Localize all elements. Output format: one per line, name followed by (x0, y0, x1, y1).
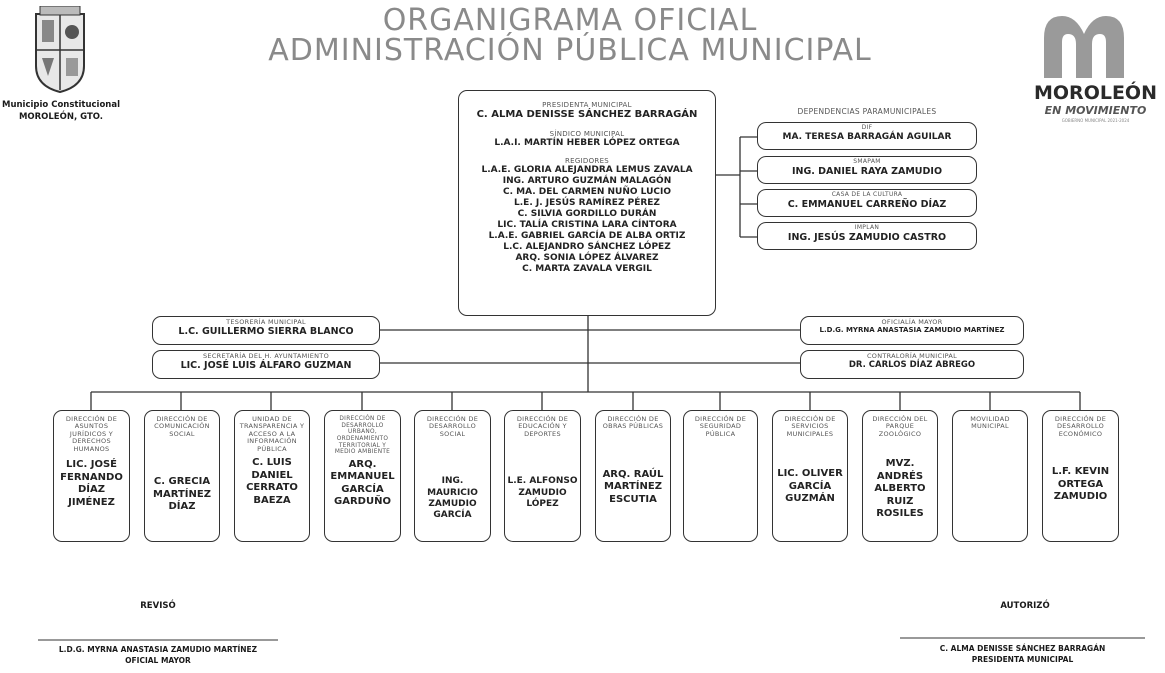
autorizo-name: C. ALMA DENISSE SÁNCHEZ BARRAGÁN (939, 644, 1106, 653)
direccion-box-desarrollo-urbano: DIRECCIÓN DE DESARROLLO URBANO, ORDENAMI… (324, 410, 401, 542)
regidores-label: REGIDORES (564, 156, 610, 165)
direccion-label: DIRECCIÓN DE SERVICIOS MUNICIPALES (784, 415, 836, 438)
direccion-box-movilidad: MOVILIDAD MUNICIPAL (952, 410, 1028, 542)
municipio-line2: MOROLEÓN, GTO. (18, 112, 104, 122)
regidor-item: C. SILVIA GORDILLO DURÁN (517, 208, 657, 219)
direccion-name: LIC. OLIVER GARCÍA GUZMÁN (777, 468, 843, 505)
presidenta-name: C. ALMA DENISSE SÁNCHEZ BARRAGÁN (476, 109, 698, 121)
direccion-label: DIRECCIÓN DE EDUCACIÓN Y DEPORTES (516, 415, 569, 438)
direccion-label: DIRECCIÓN DE ASUNTOS JURÍDICOS Y DERECHO… (65, 415, 118, 453)
direccion-box-obras: DIRECCIÓN DE OBRAS PÚBLICAS ARQ. RAÚL MA… (595, 410, 671, 542)
paramunicipal-box-cultura: CASA DE LA CULTURA C. EMMANUEL CARREÑO D… (757, 189, 977, 217)
direccion-label: DIRECCIÓN DEL PARQUE ZOOLÓGICO (872, 415, 928, 438)
direccion-label: MOVILIDAD MUNICIPAL (970, 415, 1010, 431)
reviso-role: OFICIAL MAYOR (125, 656, 191, 665)
presidenta-label: PRESIDENTA MUNICIPAL (542, 101, 632, 109)
moroleon-brand-logo (1040, 8, 1128, 80)
paramunicipal-name: ING. DANIEL RAYA ZAMUDIO (791, 165, 943, 177)
municipio-line1: Municipio Constitucional (2, 100, 120, 110)
contraloria-label: CONTRALORÍA MUNICIPAL (866, 352, 958, 360)
reviso-name: L.D.G. MYRNA ANASTASIA ZAMUDIO MARTÍNEZ (58, 645, 258, 654)
secretaria-name: LIC. JOSÉ LUIS ÁLFARO GUZMAN (180, 360, 352, 372)
presidency-box: PRESIDENTA MUNICIPAL C. ALMA DENISSE SÁN… (458, 90, 716, 316)
paramunicipal-label: SMAPAM (853, 158, 881, 165)
direccion-label: DIRECCIÓN DE COMUNICACIÓN SOCIAL (154, 415, 210, 438)
paramunicipal-name: C. EMMANUEL CARREÑO DÍAZ (787, 198, 947, 210)
autorizo-label: AUTORIZÓ (1000, 601, 1050, 611)
direccion-label: DIRECCIÓN DE SEGURIDAD PÚBLICA (694, 415, 747, 438)
reviso-label: REVISÓ (140, 601, 176, 611)
secretaria-label: SECRETARÍA DEL H. AYUNTAMIENTO (203, 352, 329, 360)
autorizo-role: PRESIDENTA MUNICIPAL (971, 655, 1074, 664)
direccion-label: DIRECCIÓN DE OBRAS PÚBLICAS (602, 415, 664, 431)
tesoreria-name: L.C. GUILLERMO SIERRA BLANCO (178, 326, 354, 338)
coat-of-arms-logo (30, 5, 90, 94)
paramunicipal-box-smapam: SMAPAM ING. DANIEL RAYA ZAMUDIO (757, 156, 977, 184)
brand-name: MOROLEÓN (1034, 82, 1157, 104)
direccion-label: DIRECCIÓN DE DESARROLLO URBANO, ORDENAMI… (334, 416, 391, 456)
direccion-box-economico: DIRECCIÓN DE DESARROLLO ECONÓMICO L.F. K… (1042, 410, 1119, 542)
brand-slogan: EN MOVIMIENTO (1044, 104, 1147, 117)
paramunicipales-heading: DEPENDENCIAS PARAMUNICIPALES (797, 107, 937, 116)
sindico-name: L.A.I. MARTÍN HEBER LÓPEZ ORTEGA (494, 137, 680, 148)
regidor-item: LIC. TALÍA CRISTINA LARA CÍNTORA (497, 219, 677, 230)
direccion-box-desarrollo-social: DIRECCIÓN DE DESARROLLO SOCIAL ING. MAUR… (414, 410, 491, 542)
oficialia-box: OFICIALÍA MAYOR L.D.G. MYRNA ANASTASIA Z… (800, 316, 1024, 345)
direccion-name: ARQ. EMMANUEL GARCÍA GARDUÑO (330, 458, 395, 508)
direccion-label: DIRECCIÓN DE DESARROLLO ECONÓMICO (1054, 415, 1107, 438)
regidor-item: L.A.E. GABRIEL GARCÍA DE ALBA ORTIZ (488, 230, 686, 241)
tesoreria-box: TESORERÍA MUNICIPAL L.C. GUILLERMO SIERR… (152, 316, 380, 345)
direccion-box-juridicos: DIRECCIÓN DE ASUNTOS JURÍDICOS Y DERECHO… (53, 410, 130, 542)
paramunicipal-label: IMPLAN (854, 224, 880, 231)
paramunicipal-box-implan: IMPLAN ING. JESÚS ZAMUDIO CASTRO (757, 222, 977, 250)
oficialia-label: OFICIALÍA MAYOR (881, 318, 943, 326)
sindico-label: SÍNDICO MUNICIPAL (549, 129, 625, 138)
paramunicipal-box-dif: DIF MA. TERESA BARRAGÁN AGUILAR (757, 122, 977, 150)
direccion-name: LIC. JOSÉ FERNANDO DÍAZ JIMÉNEZ (60, 459, 123, 508)
secretaria-box: SECRETARÍA DEL H. AYUNTAMIENTO LIC. JOSÉ… (152, 350, 380, 379)
page-title-line1: ORGANIGRAMA OFICIAL (382, 3, 758, 38)
paramunicipal-name: ING. JESÚS ZAMUDIO CASTRO (787, 231, 947, 243)
contraloria-name: DR. CARLOS DÍAZ ABREGO (848, 360, 976, 371)
direccion-name: C. LUIS DANIEL CERRATO BAEZA (246, 457, 298, 506)
page-title-line2: ADMINISTRACIÓN PÚBLICA MUNICIPAL (268, 33, 872, 68)
tesoreria-label: TESORERÍA MUNICIPAL (226, 318, 306, 326)
direccion-box-servicios: DIRECCIÓN DE SERVICIOS MUNICIPALES LIC. … (772, 410, 848, 542)
regidor-item: ING. ARTURO GUZMÁN MALAGÓN (502, 175, 672, 186)
direccion-name: L.F. KEVIN ORTEGA ZAMUDIO (1051, 466, 1110, 503)
direccion-box-educacion: DIRECCIÓN DE EDUCACIÓN Y DEPORTES L.E. A… (504, 410, 581, 542)
paramunicipal-label: CASA DE LA CULTURA (831, 191, 903, 198)
direccion-name: ARQ. RAÚL MARTÍNEZ ESCUTIA (602, 468, 664, 505)
paramunicipal-label: DIF (861, 124, 873, 131)
direccion-label: UNIDAD DE TRANSPARENCIA Y ACCESO A LA IN… (239, 415, 305, 453)
contraloria-box: CONTRALORÍA MUNICIPAL DR. CARLOS DÍAZ AB… (800, 350, 1024, 379)
regidor-item: C. MA. DEL CARMEN NUÑO LUCIO (502, 186, 672, 197)
direccion-box-transparencia: UNIDAD DE TRANSPARENCIA Y ACCESO A LA IN… (234, 410, 310, 542)
regidor-item: L.C. ALEJANDRO SÁNCHEZ LÓPEZ (503, 241, 671, 252)
regidor-item: L.A.E. GLORIA ALEJANDRA LEMUS ZAVALA (481, 164, 693, 175)
direccion-label: DIRECCIÓN DE DESARROLLO SOCIAL (426, 415, 479, 438)
direccion-box-zoologico: DIRECCIÓN DEL PARQUE ZOOLÓGICO MVZ. ANDR… (862, 410, 938, 542)
oficialia-name: L.D.G. MYRNA ANASTASIA ZAMUDIO MARTÍNEZ (819, 326, 1005, 335)
direccion-name: C. GRECIA MARTÍNEZ DÍAZ (153, 476, 211, 513)
direccion-name: L.E. ALFONSO ZAMUDIO LÓPEZ (507, 476, 578, 509)
regidor-item: C. MARTA ZAVALA VERGIL (522, 263, 652, 274)
paramunicipal-name: MA. TERESA BARRAGÁN AGUILAR (782, 131, 952, 142)
regidor-item: ARQ. SONIA LÓPEZ ÁLVAREZ (515, 252, 659, 263)
direccion-name: ING. MAURICIO ZAMUDIO GARCÍA (427, 476, 478, 521)
regidor-item: L.E. J. JESÚS RAMÍREZ PÉREZ (514, 197, 660, 208)
direccion-box-comunicacion: DIRECCIÓN DE COMUNICACIÓN SOCIAL C. GREC… (144, 410, 220, 542)
direccion-name: MVZ. ANDRÉS ALBERTO RUIZ ROSILES (874, 458, 926, 520)
brand-small-text: GOBIERNO MUNICIPAL 2021-2024 (1061, 118, 1130, 123)
direccion-box-seguridad: DIRECCIÓN DE SEGURIDAD PÚBLICA (683, 410, 758, 542)
